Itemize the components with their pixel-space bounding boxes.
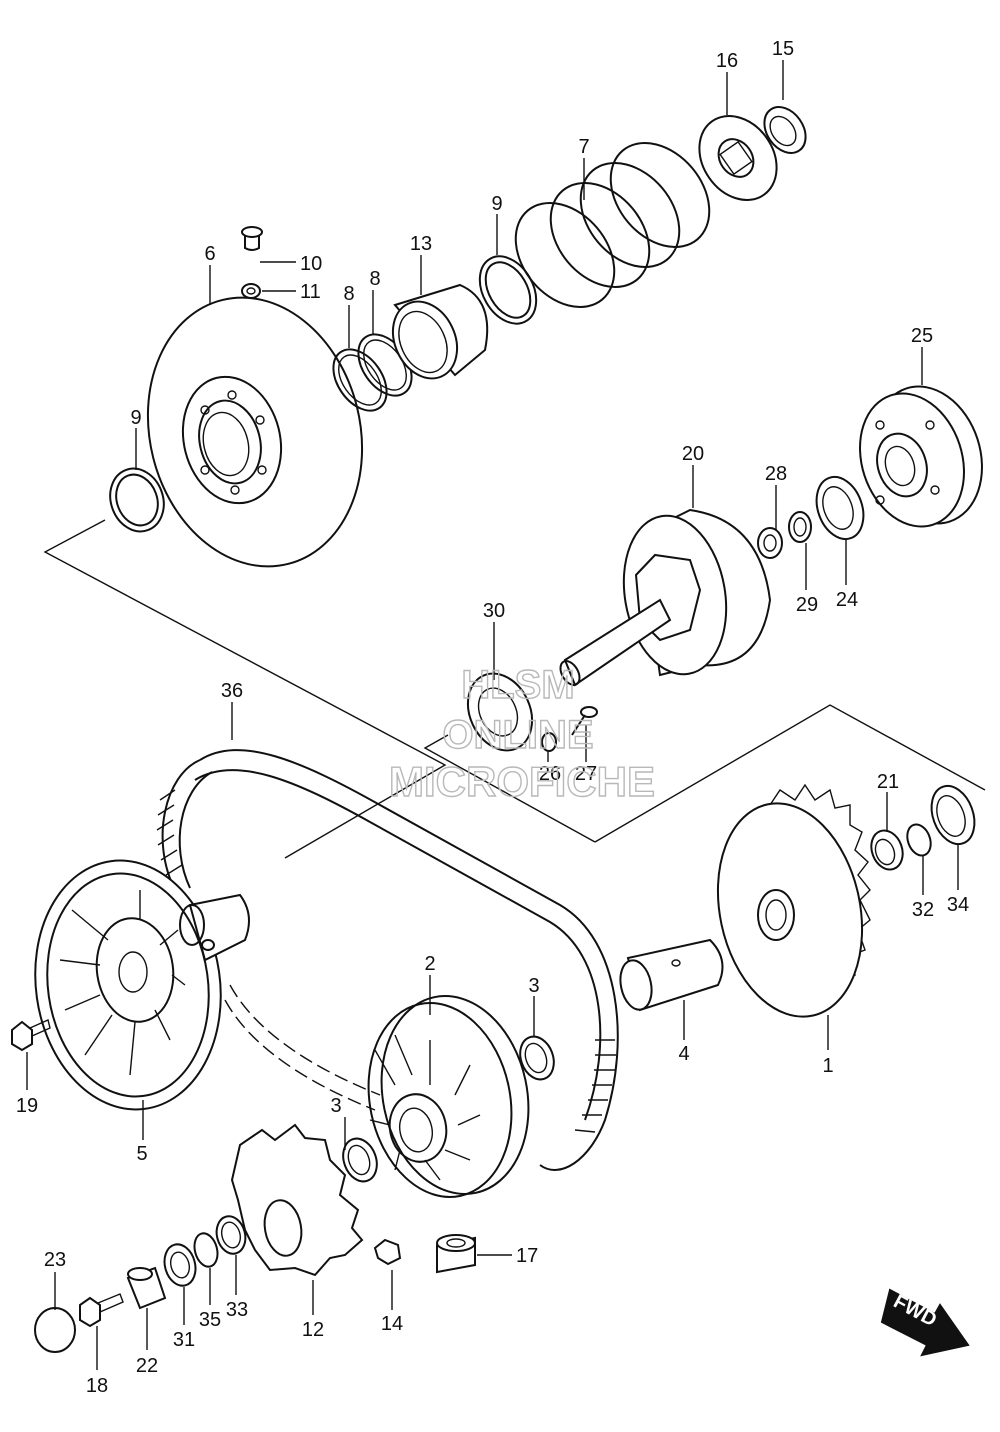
label-part-21: 21 <box>877 771 899 793</box>
part-3-seal-lower <box>342 1137 378 1183</box>
part-10-pin <box>241 226 263 251</box>
label-part-14: 14 <box>381 1313 403 1335</box>
label-part-33: 33 <box>226 1299 248 1321</box>
fwd-arrow-icon: FWD <box>880 1288 970 1357</box>
label-part-31: 31 <box>173 1329 195 1351</box>
watermark-line-3: MICROFICHE <box>389 758 655 805</box>
part-29-washer <box>788 511 812 543</box>
part-30-bearing <box>466 672 534 752</box>
watermark: HLSM ONLINE MICROFICHE <box>388 662 655 805</box>
label-part-3-lower: 3 <box>330 1095 341 1117</box>
label-part-24: 24 <box>836 589 858 611</box>
part-20-clutch-housing <box>559 508 772 687</box>
label-part-1: 1 <box>822 1055 833 1077</box>
label-part-2: 2 <box>424 953 435 975</box>
label-part-7: 7 <box>578 136 589 158</box>
label-part-35: 35 <box>199 1309 221 1331</box>
part-14-guide <box>373 1238 402 1266</box>
part-33-washer <box>215 1215 247 1255</box>
label-part-32: 32 <box>912 899 934 921</box>
part-4-sleeve <box>619 938 724 1012</box>
label-part-27: 27 <box>575 763 597 785</box>
part-34-oil-seal <box>930 784 976 846</box>
watermark-line-2: ONLINE <box>442 713 593 757</box>
part-27-screw <box>571 706 598 736</box>
part-15-nut <box>763 106 807 154</box>
label-part-36: 36 <box>221 680 243 702</box>
label-part-34: 34 <box>947 894 969 916</box>
part-19-bolt <box>11 1019 51 1052</box>
part-22-collar <box>126 1266 167 1310</box>
assembly-guide-lines <box>43 519 986 859</box>
part-18-bolt <box>79 1293 124 1328</box>
label-part-8-left: 8 <box>343 283 354 305</box>
part-1-fixed-drive-face <box>716 783 871 1018</box>
label-part-4: 4 <box>678 1043 689 1065</box>
part-35-ring <box>193 1232 219 1268</box>
part-7-spring <box>514 142 711 308</box>
part-5-driven-face <box>34 859 222 1111</box>
part-31-bearing <box>163 1243 197 1287</box>
label-part-9-left: 9 <box>130 407 141 429</box>
part-13-collar <box>391 283 489 380</box>
leader-lines <box>26 60 959 1370</box>
label-part-17: 17 <box>516 1245 538 1267</box>
part-25-clutch-shoe <box>859 385 983 528</box>
label-part-22: 22 <box>136 1355 158 1377</box>
part-16-spring-seat <box>698 115 778 201</box>
label-part-16: 16 <box>716 50 738 72</box>
driven-shaft <box>179 893 250 962</box>
label-part-5: 5 <box>136 1143 147 1165</box>
part-labels: 1 2 3 3 4 5 6 7 8 8 9 9 10 11 12 13 14 1… <box>16 38 969 1397</box>
part-26-washer <box>541 732 557 752</box>
label-part-25: 25 <box>911 325 933 347</box>
label-part-26: 26 <box>539 763 561 785</box>
part-24-needle-bearing <box>815 476 865 540</box>
part-32-ring <box>906 823 932 857</box>
label-part-28: 28 <box>765 463 787 485</box>
label-part-15: 15 <box>772 38 794 60</box>
part-36-drive-belt <box>156 749 619 1171</box>
part-3-seal-upper <box>519 1035 555 1081</box>
watermark-line-1: HLSM <box>461 663 574 707</box>
label-part-18: 18 <box>86 1375 108 1397</box>
label-part-12: 12 <box>302 1319 324 1341</box>
label-part-13: 13 <box>410 233 432 255</box>
label-part-3-upper: 3 <box>528 975 539 997</box>
part-23-cap <box>34 1307 76 1353</box>
label-part-9-upper: 9 <box>491 193 502 215</box>
part-2-movable-driven-face <box>367 995 530 1198</box>
part-9-ring-left <box>109 467 165 533</box>
label-part-11: 11 <box>300 281 321 303</box>
label-part-8-right: 8 <box>369 268 380 290</box>
part-28-nut <box>757 527 783 559</box>
part-17-collar <box>436 1234 476 1274</box>
label-part-23: 23 <box>44 1249 66 1271</box>
label-part-6: 6 <box>204 243 215 265</box>
label-part-10: 10 <box>300 253 322 275</box>
part-12-cam <box>230 1123 364 1277</box>
label-part-30: 30 <box>483 600 505 622</box>
label-part-20: 20 <box>682 443 704 465</box>
label-part-19: 19 <box>16 1095 38 1117</box>
label-part-29: 29 <box>796 594 818 616</box>
part-21-bearing <box>870 829 904 871</box>
part-11-washer <box>241 283 261 299</box>
